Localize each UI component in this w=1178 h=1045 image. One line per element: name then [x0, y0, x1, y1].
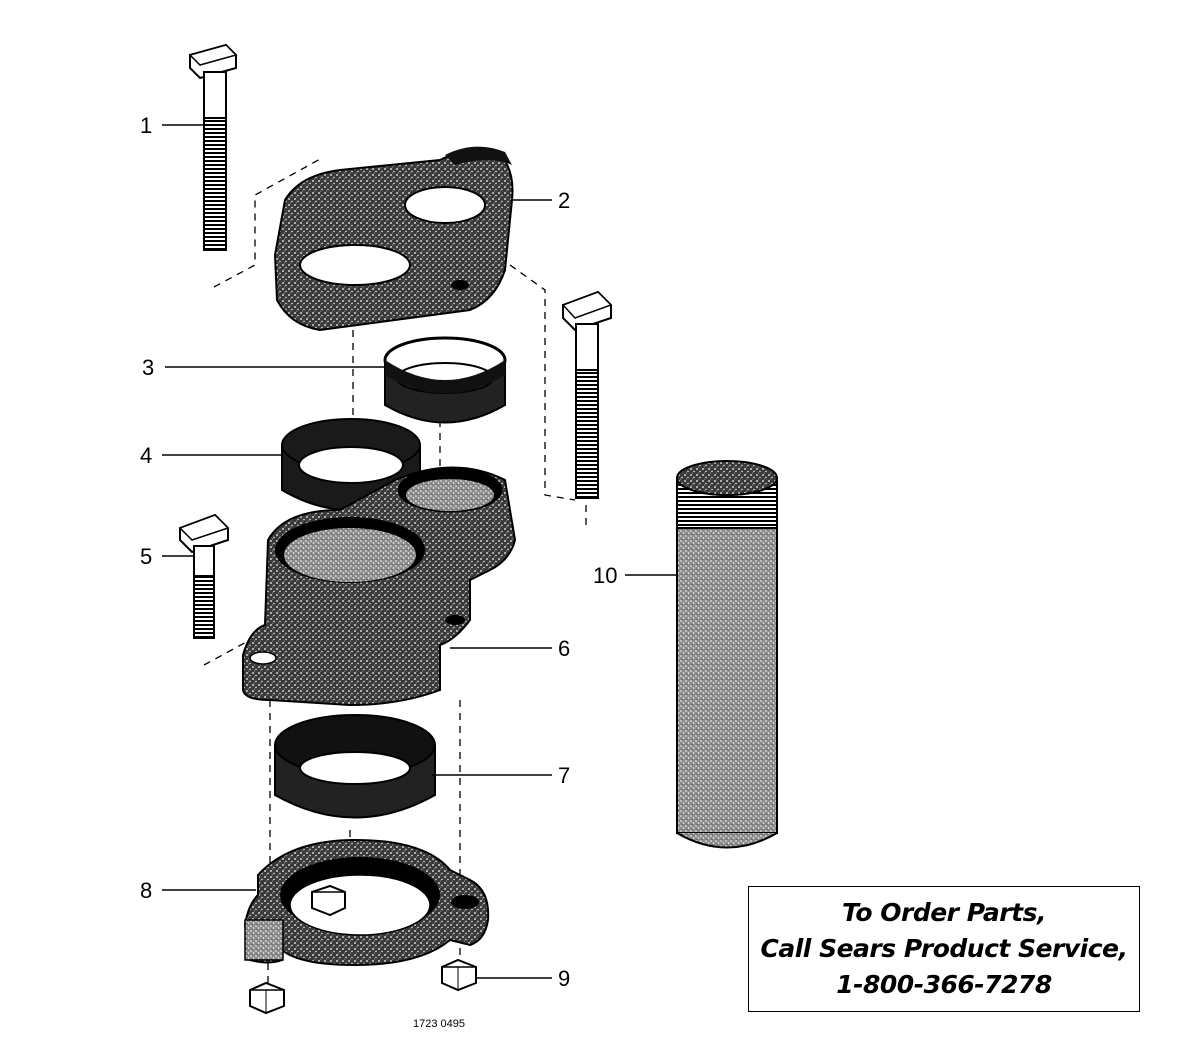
- label-part-7: 7: [558, 763, 570, 788]
- ring-part-7: [274, 714, 436, 819]
- label-part-1: 1: [140, 113, 152, 138]
- bolt-right: [561, 290, 613, 499]
- label-part-9: 9: [558, 966, 570, 991]
- cover-part-8: [243, 838, 490, 967]
- bolt-part-1: [188, 43, 238, 251]
- bolt-part-5: [178, 513, 230, 639]
- pipe-part-10: [676, 460, 778, 849]
- label-part-10: 10: [593, 563, 617, 588]
- label-part-8: 8: [140, 878, 152, 903]
- ring-part-3: [383, 336, 507, 424]
- label-part-4: 4: [140, 443, 152, 468]
- flange-plate-part-2: [273, 146, 514, 332]
- leader-lines: [162, 124, 677, 979]
- drawing-code: 1723 0495: [413, 1018, 465, 1030]
- pump-body-part-6: [242, 466, 517, 707]
- order-line-2: Call Sears Product Service,: [760, 934, 1128, 963]
- label-part-6: 6: [558, 636, 570, 661]
- nut-part-9: [441, 958, 477, 992]
- label-part-3: 3: [142, 355, 154, 380]
- label-part-2: 2: [558, 188, 570, 213]
- label-part-5: 5: [140, 544, 152, 569]
- order-parts-box: To Order Parts, Call Sears Product Servi…: [748, 886, 1140, 1012]
- order-phone: 1-800-366-7278: [836, 970, 1052, 999]
- order-line-1: To Order Parts,: [842, 898, 1046, 927]
- nut-lower-left: [249, 981, 285, 1015]
